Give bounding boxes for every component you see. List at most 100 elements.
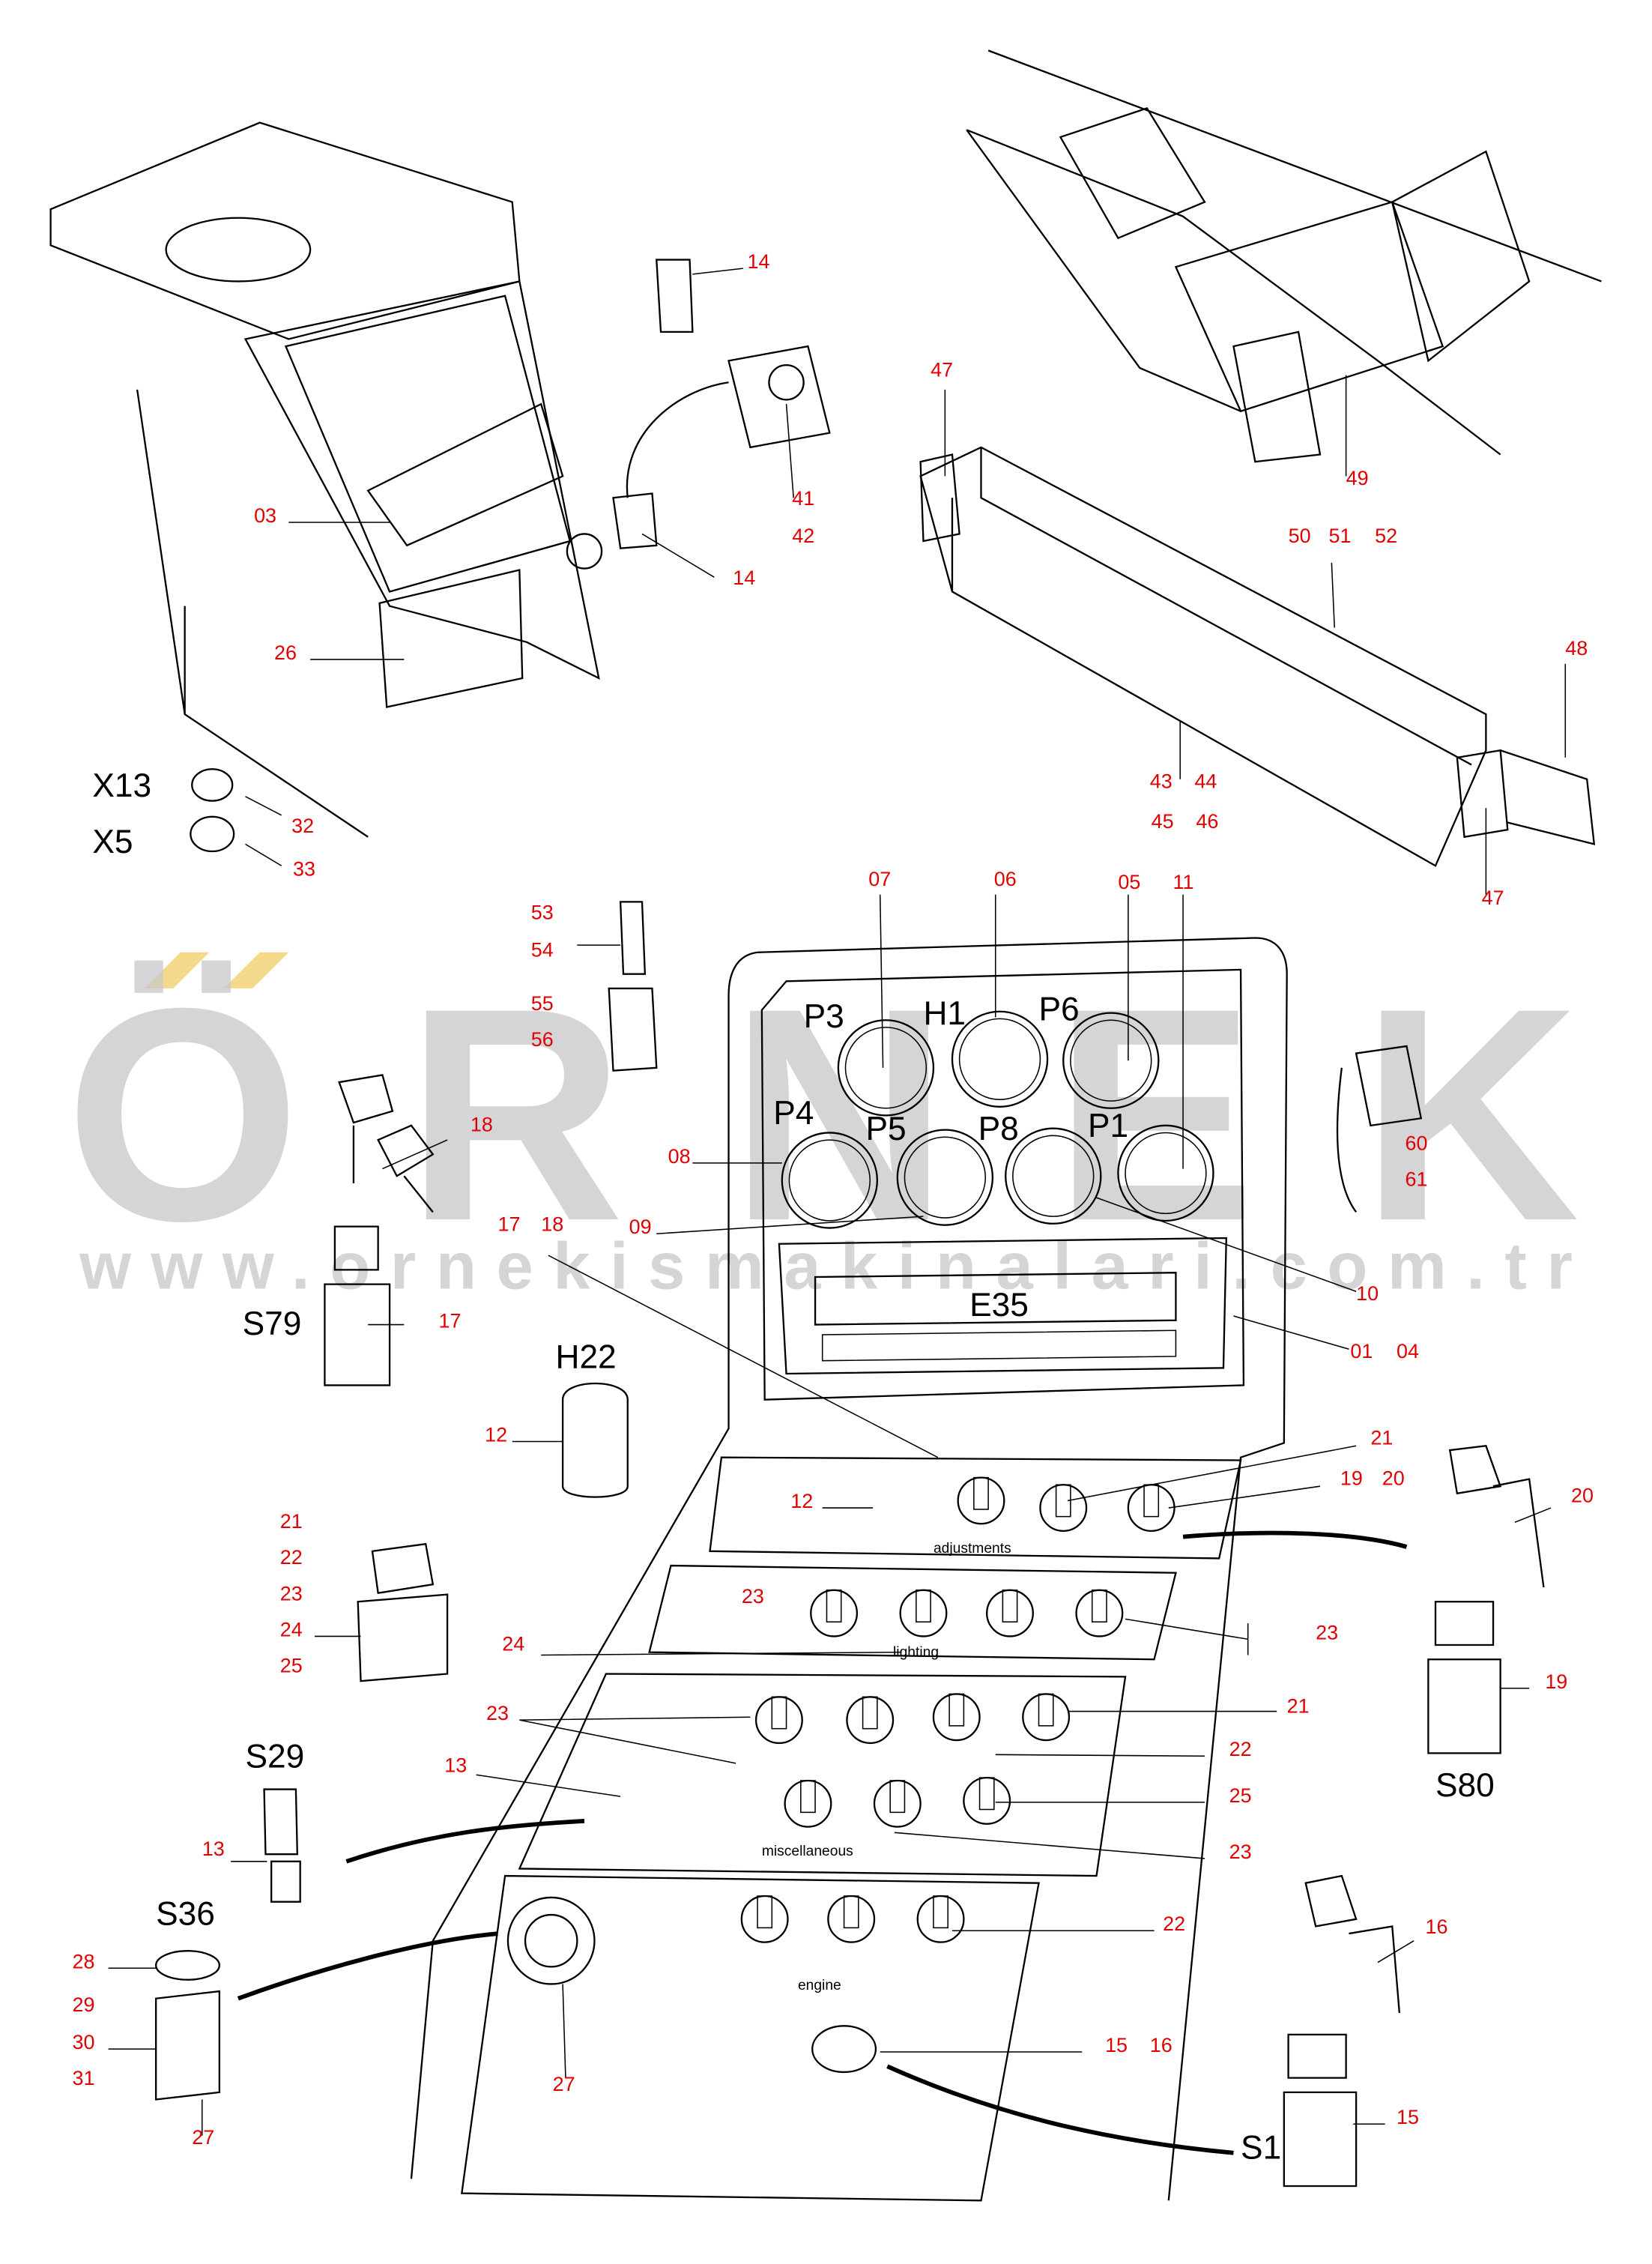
knob-grip xyxy=(862,1696,878,1730)
component-designator: S80 xyxy=(1435,1767,1495,1804)
callout-number: 30 xyxy=(72,2031,94,2053)
component-designator: P6 xyxy=(1039,991,1080,1027)
parts-left-drawing xyxy=(154,901,658,2101)
rotary-switch-knob xyxy=(986,1589,1034,1637)
callout-number: 19 xyxy=(1340,1467,1363,1489)
callout-number: 06 xyxy=(994,868,1017,890)
knob-grip xyxy=(948,1693,965,1727)
callout-number: 52 xyxy=(1375,525,1397,547)
knob-grip xyxy=(771,1696,787,1730)
panel-label-adjustments: adjustments xyxy=(934,1541,1011,1557)
component-designator: H1 xyxy=(923,995,966,1032)
callout-number: 45 xyxy=(1152,810,1174,833)
callout-number: 17 xyxy=(439,1309,462,1332)
rotary-switch-knob xyxy=(916,1895,965,1943)
callout-number: 20 xyxy=(1571,1484,1594,1506)
parts-right-drawing xyxy=(237,1045,1545,2188)
rotary-switch-knob xyxy=(740,1895,789,1943)
callout-number: 21 xyxy=(1287,1694,1310,1717)
callout-number: 61 xyxy=(1406,1168,1428,1191)
callout-number: 25 xyxy=(1229,1784,1252,1807)
callout-number: 50 xyxy=(1289,525,1311,547)
callout-number: 22 xyxy=(1229,1738,1252,1760)
cab-interior-drawing xyxy=(919,49,1602,867)
callout-number: 60 xyxy=(1406,1132,1428,1155)
callout-number: 28 xyxy=(72,1950,94,1972)
callout-number: 05 xyxy=(1118,871,1140,893)
knob-grip xyxy=(800,1780,816,1814)
callout-number: 56 xyxy=(531,1028,554,1051)
knob-grip xyxy=(1002,1590,1018,1622)
callout-number: 47 xyxy=(931,359,953,381)
callout-number: 11 xyxy=(1173,871,1194,893)
callout-number: 08 xyxy=(668,1145,691,1168)
callout-number: 22 xyxy=(280,1546,303,1569)
callout-number: 55 xyxy=(531,992,554,1015)
callout-number: 09 xyxy=(629,1216,652,1238)
callout-number: 53 xyxy=(531,901,554,923)
rotary-switch-knob xyxy=(784,1779,832,1828)
rotary-switch-knob xyxy=(963,1776,1011,1825)
component-designator: S36 xyxy=(156,1896,215,1933)
callout-number: 51 xyxy=(1329,525,1352,547)
component-designator: P8 xyxy=(978,1111,1019,1147)
callout-number: 12 xyxy=(485,1424,507,1446)
callout-number: 16 xyxy=(1426,1916,1448,1938)
callout-number: 13 xyxy=(444,1754,467,1776)
panel-label-engine: engine xyxy=(798,1978,841,1993)
component-designator: S79 xyxy=(243,1305,302,1342)
callout-number: 15 xyxy=(1397,2106,1419,2128)
knob-grip xyxy=(1038,1693,1054,1727)
component-designator: H22 xyxy=(555,1338,616,1375)
callout-number: 21 xyxy=(1370,1426,1393,1449)
callout-number: 20 xyxy=(1382,1467,1405,1489)
callout-number: 32 xyxy=(291,815,314,837)
component-designator: S29 xyxy=(246,1739,305,1775)
callout-number: 23 xyxy=(280,1582,303,1605)
rotary-switch-knob xyxy=(1022,1693,1071,1742)
callout-number: 22 xyxy=(1163,1913,1185,1935)
callout-number: 16 xyxy=(1150,2034,1173,2056)
callout-number: 23 xyxy=(1229,1841,1252,1863)
callout-number: 41 xyxy=(792,487,814,510)
callout-number: 54 xyxy=(531,939,554,962)
callout-number: 23 xyxy=(1316,1621,1338,1643)
callout-number: 19 xyxy=(1545,1670,1567,1693)
callout-number: 21 xyxy=(280,1510,303,1533)
rotary-switch-knob xyxy=(827,1895,876,1943)
callout-number: 29 xyxy=(72,1993,94,2016)
watermark-accent xyxy=(144,952,210,988)
rotary-switch-knob xyxy=(1127,1484,1176,1533)
callout-number: 33 xyxy=(293,858,315,881)
cab-console-drawing xyxy=(49,121,831,853)
callout-number: 48 xyxy=(1565,637,1588,659)
callout-number: 07 xyxy=(868,868,891,890)
callout-number: 25 xyxy=(280,1655,303,1677)
knob-grip xyxy=(757,1895,773,1929)
callout-number: 13 xyxy=(202,1838,225,1860)
callout-number: 12 xyxy=(790,1490,813,1512)
callout-number: 42 xyxy=(792,525,814,547)
callout-number: 23 xyxy=(742,1585,764,1608)
component-designator: E35 xyxy=(969,1287,1029,1323)
callout-number: 31 xyxy=(72,2067,94,2089)
dashboard-drawing xyxy=(410,937,1288,2202)
callout-number: 49 xyxy=(1346,467,1369,489)
callout-number: 14 xyxy=(733,567,755,589)
callout-number: 01 xyxy=(1350,1340,1373,1362)
callout-number: 24 xyxy=(280,1618,303,1640)
knob-grip xyxy=(889,1780,906,1814)
callout-number: 15 xyxy=(1105,2034,1128,2056)
callout-number: 18 xyxy=(471,1114,493,1136)
knob-grip xyxy=(978,1777,995,1811)
callout-number: 46 xyxy=(1196,810,1218,833)
callout-number: 23 xyxy=(486,1702,509,1724)
component-designator: S1 xyxy=(1241,2129,1281,2166)
watermark-accent xyxy=(223,952,289,988)
rotary-switch-knob xyxy=(810,1589,859,1637)
component-designator: X5 xyxy=(92,824,133,860)
knob-grip xyxy=(1143,1484,1160,1518)
component-designator: P4 xyxy=(773,1095,814,1132)
